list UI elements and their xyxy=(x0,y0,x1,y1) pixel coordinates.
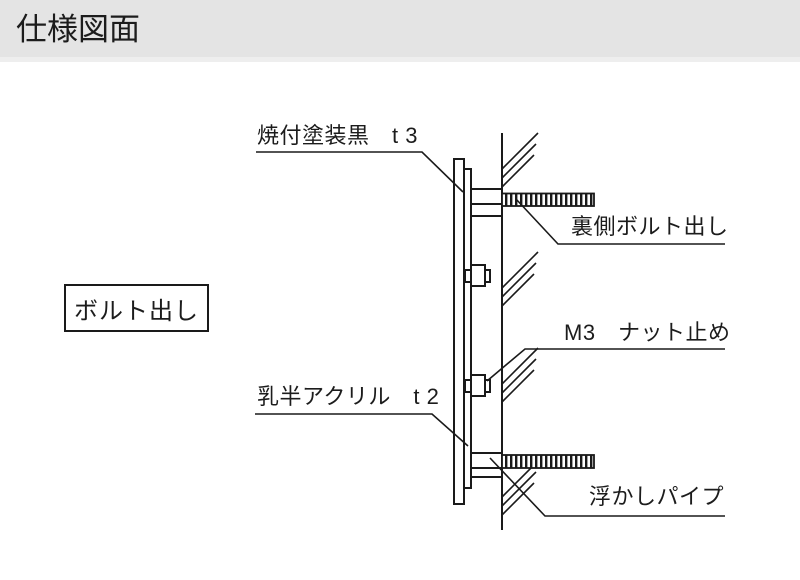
leader-line-rear-bolt xyxy=(515,198,725,245)
callout-nut: M3 ナット止め xyxy=(564,320,731,345)
face-panel xyxy=(453,158,465,505)
leader-line-acrylic xyxy=(255,413,469,447)
page-header: 仕様図面 xyxy=(0,0,800,62)
callout-acrylic: 乳半アクリル t 2 xyxy=(257,384,440,409)
acrylic-panel xyxy=(463,168,472,489)
wall-hatch-group-bottom xyxy=(501,460,539,516)
threaded-bolt-bottom xyxy=(501,454,595,469)
wall-hatch-group-lower-mid xyxy=(501,347,539,403)
wall-hatch-group-top xyxy=(501,132,539,188)
leader-line-spacer xyxy=(489,457,725,517)
callout-rear-bolt: 裏側ボルト出し xyxy=(571,214,729,239)
callout-spacer-pipe: 浮かしパイプ xyxy=(589,484,725,509)
callout-paint-spec: 焼付塗装黒 t 3 xyxy=(257,123,418,148)
spacer-pipe-top xyxy=(470,188,503,217)
variant-label: ボルト出し xyxy=(74,297,199,325)
leader-line-paint xyxy=(256,151,464,193)
variant-label-box: ボルト出し xyxy=(64,284,209,332)
page-title: 仕様図面 xyxy=(16,12,140,47)
leader-line-nut xyxy=(486,348,725,382)
wall-hatch-group-upper-mid xyxy=(501,251,539,307)
nut-top xyxy=(464,264,491,287)
threaded-bolt-top xyxy=(501,192,595,207)
